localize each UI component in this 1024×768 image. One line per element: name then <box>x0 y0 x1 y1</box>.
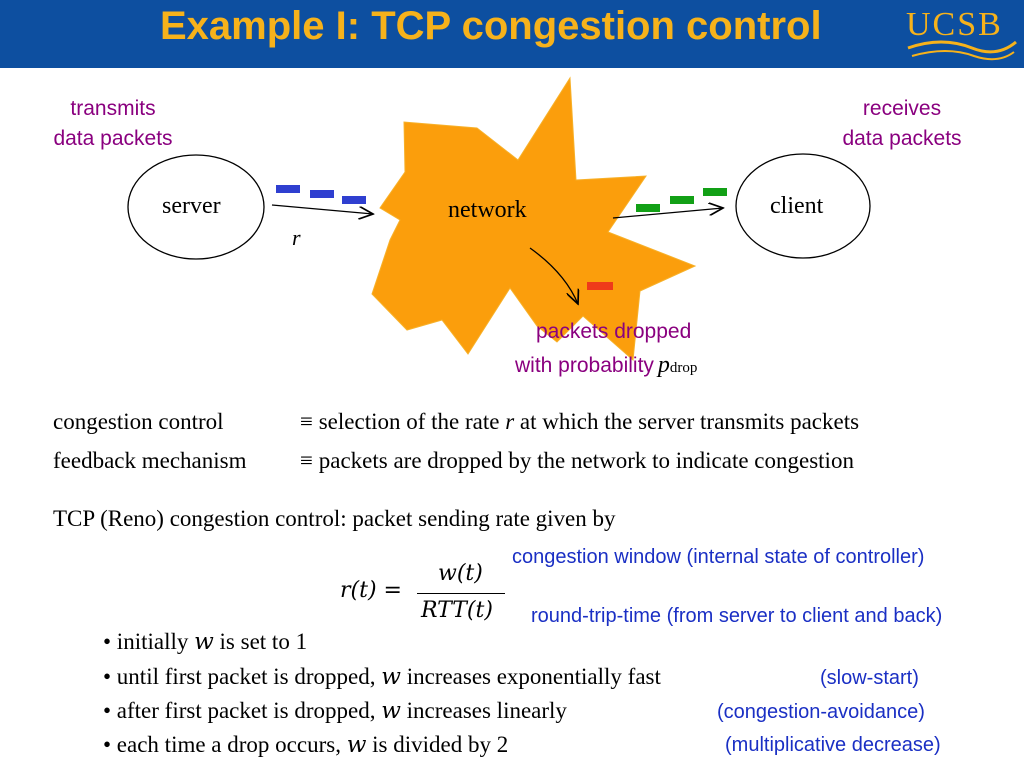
definition-term: congestion control <box>53 409 224 434</box>
definition-term: feedback mechanism <box>53 448 247 473</box>
bullet-note: (congestion-avoidance) <box>717 701 925 723</box>
bullet-variable: w <box>381 698 401 724</box>
client-caption-line: data packets <box>842 127 962 150</box>
client-label: client <box>770 193 824 219</box>
numerator-note: congestion window (internal state of con… <box>512 546 925 568</box>
drop-arrow <box>529 247 578 304</box>
sent-packet <box>310 190 334 198</box>
drop-caption-text: with probability <box>515 354 654 377</box>
server-node <box>127 154 265 260</box>
drop-caption: packets dropped <box>536 320 692 343</box>
bullet-variable: w <box>381 664 401 690</box>
deliver-arrow <box>612 208 723 219</box>
drop-caption-line2: with probability pdrop <box>515 352 697 379</box>
bullet-note: (multiplicative decrease) <box>725 734 941 756</box>
rate-label: r <box>292 225 301 250</box>
server-label: server <box>162 193 221 219</box>
definition-variable: r <box>505 409 515 434</box>
ucsb-logo: UCSB <box>902 6 1020 62</box>
equiv-symbol: ≡ <box>300 448 313 473</box>
server-caption: transmits data packets <box>40 94 186 154</box>
bullet-text: • after first packet is dropped, <box>103 698 382 723</box>
send-arrow <box>271 204 373 214</box>
equiv-symbol: ≡ <box>300 409 313 434</box>
received-packet <box>703 188 727 196</box>
sent-packet <box>276 185 300 193</box>
client-node <box>735 153 871 259</box>
sent-packet <box>342 196 366 204</box>
received-packet <box>636 204 660 212</box>
bullet-text: • initially <box>103 629 195 654</box>
title-bar: Example I: TCP congestion control UCSB <box>0 0 1024 68</box>
bullet-note: (slow-start) <box>820 667 919 689</box>
bullet-item: • until first packet is dropped, w incre… <box>103 664 661 690</box>
bullet-text-end: is set to 1 <box>213 629 308 654</box>
received-packet <box>670 196 694 204</box>
drop-probability-symbol: p <box>657 352 670 378</box>
server-caption-line: transmits <box>70 97 156 120</box>
network-label: network <box>448 197 527 223</box>
formula-lhs: r(t) = <box>340 578 402 603</box>
fraction-bar <box>417 593 505 594</box>
definition-body: ≡ packets are dropped by the network to … <box>300 448 854 474</box>
bullet-text-end: increases linearly <box>400 698 567 723</box>
denominator-note: round-trip-time (from server to client a… <box>531 605 943 627</box>
formula-denominator: RTT(t) <box>421 598 493 623</box>
bullet-text: • each time a drop occurs, <box>103 732 347 757</box>
bullet-item: • after first packet is dropped, w incre… <box>103 698 567 724</box>
definition-text: selection of the rate <box>318 409 506 434</box>
formula-numerator: w(t) <box>438 561 483 586</box>
bullet-text: • until first packet is dropped, <box>103 664 382 689</box>
dropped-packet <box>587 282 613 290</box>
definition-text: packets are dropped by the network to in… <box>318 448 854 473</box>
bullet-variable: w <box>194 629 214 655</box>
definition-body: ≡ selection of the rate r at which the s… <box>300 409 859 435</box>
network-burst-shape <box>371 76 697 362</box>
bullet-text-end: is divided by 2 <box>366 732 509 757</box>
tcp-intro: TCP (Reno) congestion control: packet se… <box>53 506 616 531</box>
drop-probability-subscript: drop <box>669 360 698 376</box>
bullet-item: • each time a drop occurs, w is divided … <box>103 732 508 758</box>
bullet-text-end: increases exponentially fast <box>400 664 661 689</box>
server-caption-line: data packets <box>53 127 173 150</box>
bullet-item: • initially w is set to 1 <box>103 629 307 655</box>
client-caption: receives data packets <box>830 94 974 154</box>
logo-text: UCSB <box>906 6 1003 43</box>
slide-title: Example I: TCP congestion control <box>160 4 822 48</box>
bullet-variable: w <box>346 732 367 758</box>
client-caption-line: receives <box>862 97 942 120</box>
network-diagram <box>127 76 871 362</box>
definition-text-end: at which the server transmits packets <box>514 409 860 434</box>
